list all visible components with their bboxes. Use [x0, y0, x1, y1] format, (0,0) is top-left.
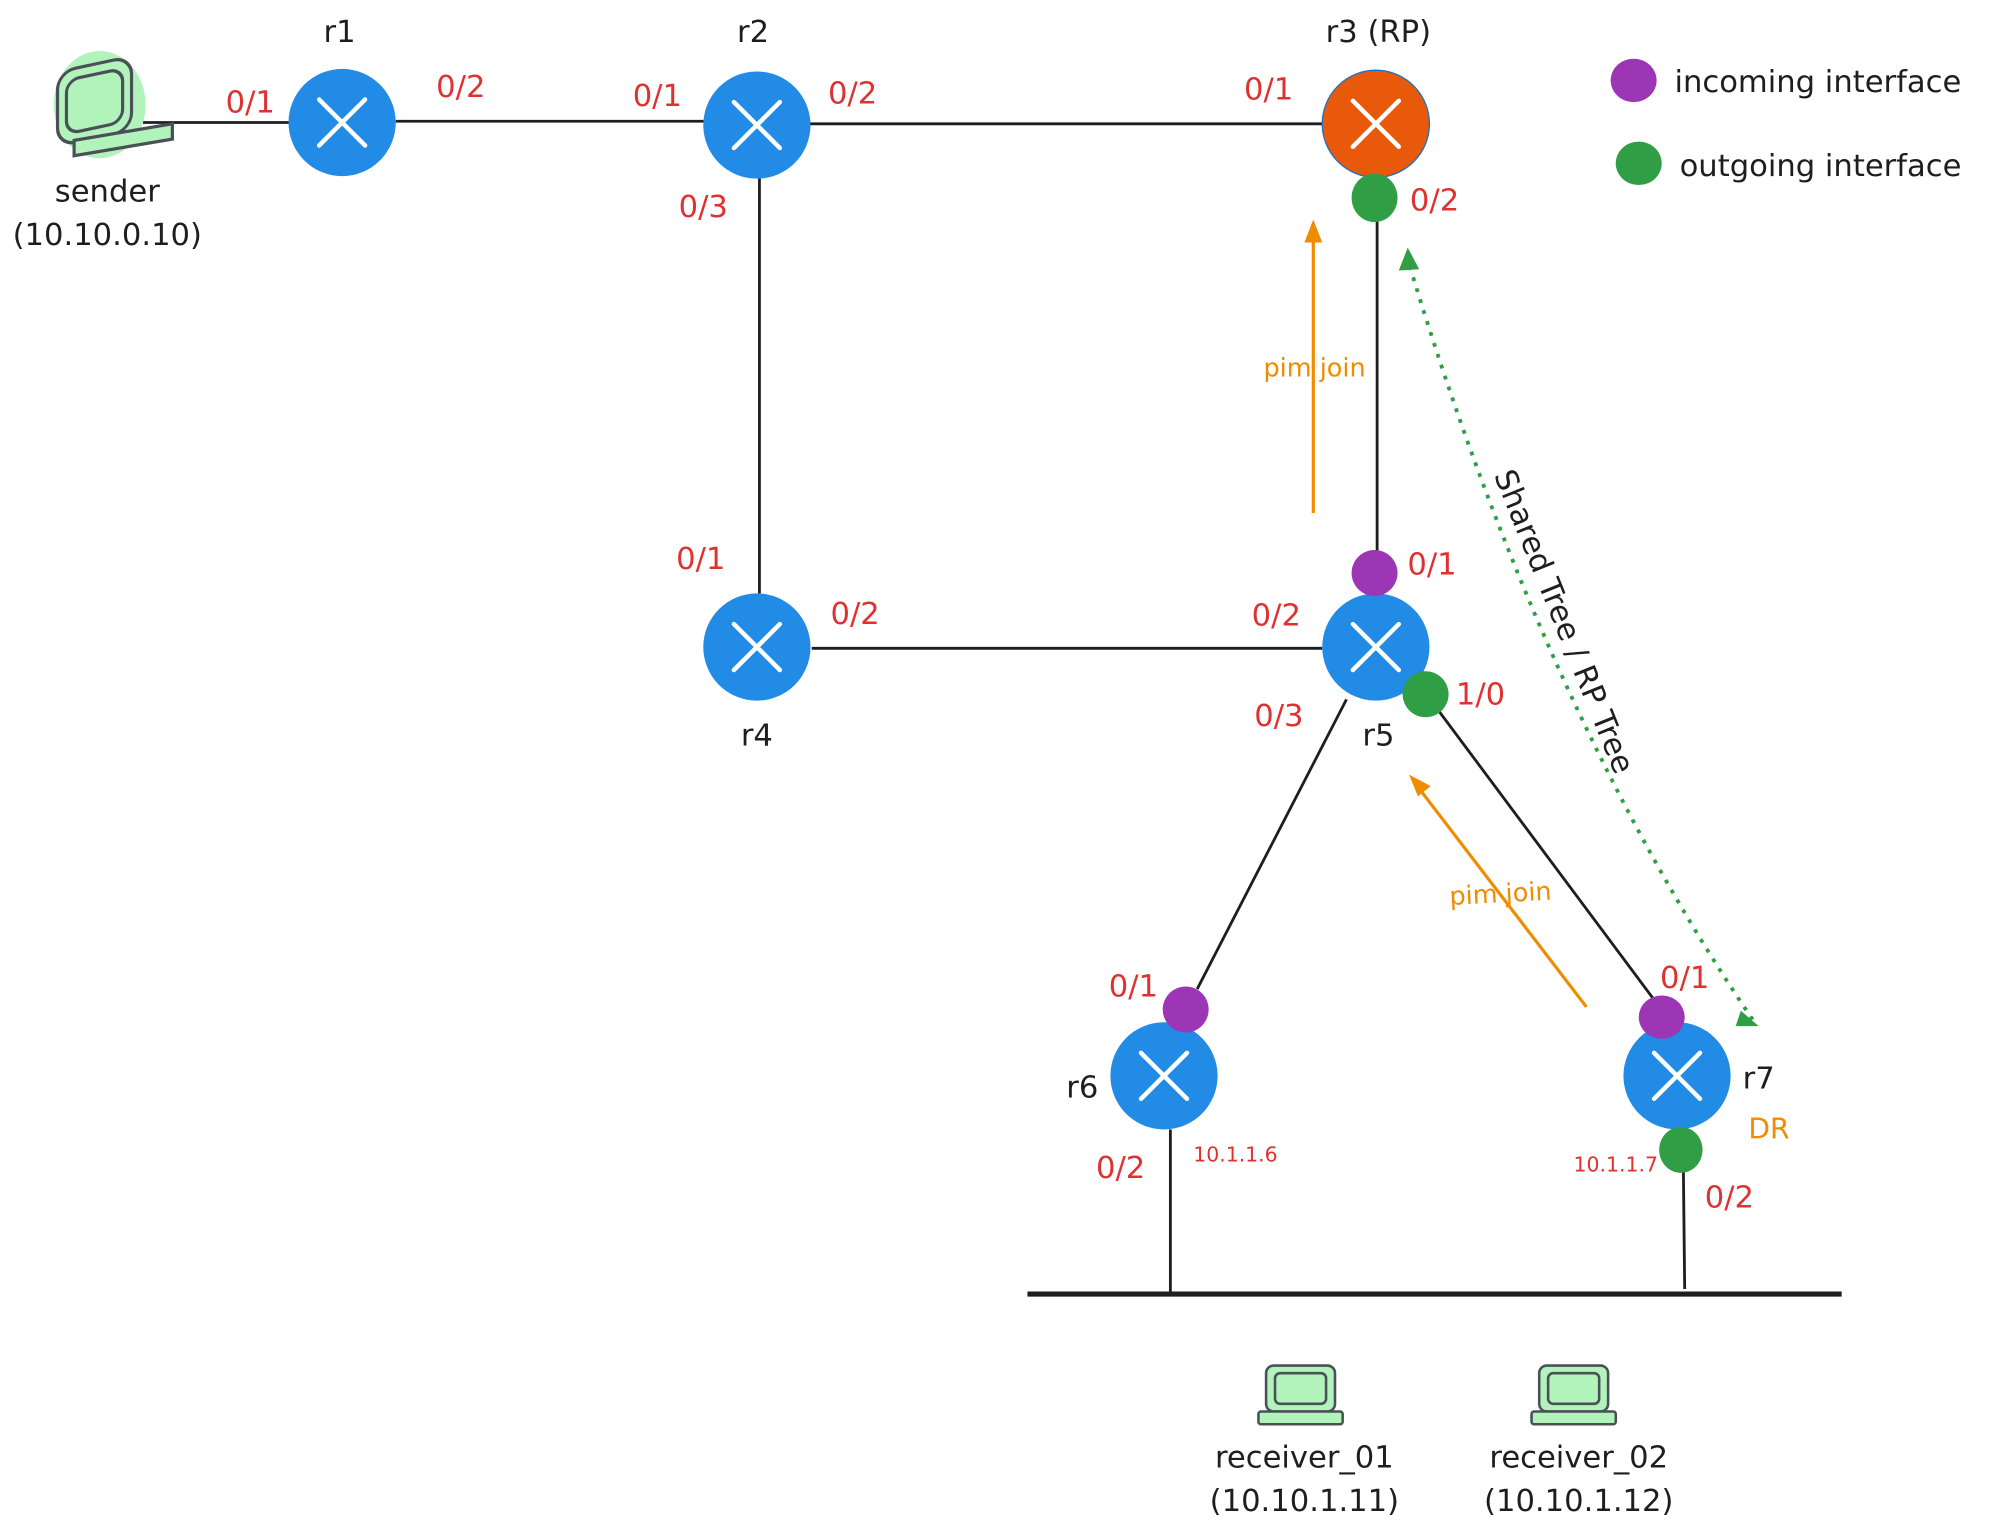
- incoming-interface-dot-r5: [1351, 550, 1398, 596]
- router-r6-label: r6: [1066, 1071, 1098, 1106]
- router-r7-role: DR: [1748, 1112, 1789, 1145]
- router-r4-label: r4: [741, 718, 773, 753]
- iface-label: 0/2: [436, 70, 485, 105]
- router-r3-label: r3 (RP): [1326, 15, 1431, 50]
- shared-tree-arrow: [1398, 247, 1759, 1027]
- iface-label: 0/1: [226, 85, 275, 120]
- router-r3-rp[interactable]: [1321, 69, 1431, 179]
- iface-label: 0/1: [1660, 961, 1709, 996]
- router-x-icon: [1350, 621, 1402, 673]
- laptop-icon: [1257, 1364, 1344, 1426]
- router-r7-ip: 10.1.1.7: [1574, 1153, 1658, 1177]
- outgoing-interface-dot-r7: [1659, 1126, 1703, 1173]
- router-x-icon: [731, 99, 783, 151]
- outgoing-interface-dot-r5: [1402, 671, 1449, 718]
- laptop-icon: [1530, 1364, 1618, 1426]
- iface-label: 0/1: [1407, 547, 1456, 582]
- receiver-01-name: receiver_01: [1215, 1441, 1394, 1476]
- legend-incoming-label: incoming interface: [1674, 65, 1961, 100]
- receiver-01-ip: (10.10.1.11): [1210, 1484, 1399, 1519]
- legend: incoming interface outgoing interface: [1610, 58, 1962, 186]
- receiver-02[interactable]: [1530, 1364, 1618, 1426]
- iface-label: 0/3: [679, 190, 728, 225]
- sender-label: sender: [55, 175, 160, 210]
- iface-label: 0/2: [1705, 1180, 1754, 1215]
- outgoing-interface-dot-r3: [1351, 173, 1398, 223]
- receiver-01[interactable]: [1257, 1364, 1344, 1426]
- legend-outgoing-label: outgoing interface: [1680, 149, 1962, 184]
- iface-label: 0/1: [676, 542, 725, 577]
- legend-incoming-swatch: [1610, 58, 1657, 103]
- pim-join-arrow-r7-r5: [1409, 774, 1588, 1008]
- router-r5-label: r5: [1362, 718, 1394, 753]
- pim-join-label: pim join: [1263, 353, 1365, 383]
- incoming-interface-dot-r7: [1638, 995, 1685, 1039]
- router-r1[interactable]: [288, 68, 396, 177]
- router-x-icon: [1350, 98, 1402, 149]
- iface-label: 0/1: [1109, 970, 1158, 1005]
- iface-label: 0/2: [1252, 598, 1301, 633]
- router-r2[interactable]: [703, 71, 811, 179]
- router-x-icon: [1138, 1050, 1190, 1102]
- iface-label: 0/1: [1244, 73, 1293, 108]
- router-r7[interactable]: [1623, 1022, 1731, 1130]
- iface-label: 0/1: [633, 79, 682, 114]
- router-r5[interactable]: [1322, 593, 1430, 701]
- iface-label: 1/0: [1456, 677, 1505, 712]
- pim-join-arrow-r5-r3: [1304, 219, 1323, 514]
- router-x-icon: [316, 97, 368, 148]
- receiver-02-ip: (10.10.1.12): [1484, 1484, 1673, 1519]
- link-r5-r6: [1195, 698, 1348, 990]
- router-r7-label: r7: [1743, 1062, 1775, 1097]
- sender-host[interactable]: [53, 51, 174, 159]
- router-r4[interactable]: [703, 593, 811, 701]
- router-x-icon: [1651, 1050, 1703, 1102]
- router-r6[interactable]: [1110, 1022, 1218, 1130]
- router-x-icon: [731, 621, 783, 673]
- iface-label: 0/3: [1254, 699, 1303, 734]
- router-r1-label: r1: [324, 15, 356, 50]
- link-r5-r7: [1438, 711, 1654, 999]
- sender-ip: (10.10.0.10): [13, 218, 202, 253]
- iface-label: 0/2: [1410, 184, 1459, 219]
- iface-label: 0/2: [828, 76, 877, 111]
- iface-label: 0/2: [831, 597, 880, 632]
- computer-icon: [55, 58, 174, 158]
- router-r2-label: r2: [737, 15, 769, 50]
- receiver-02-name: receiver_02: [1489, 1441, 1668, 1476]
- legend-outgoing-swatch: [1615, 141, 1662, 186]
- shared-tree-label: Shared Tree / RP Tree: [1486, 465, 1640, 779]
- router-r6-ip: 10.1.1.6: [1193, 1142, 1277, 1166]
- pim-join-label: pim join: [1449, 877, 1553, 912]
- incoming-interface-dot-r6: [1162, 986, 1209, 1033]
- iface-label: 0/2: [1096, 1151, 1145, 1186]
- link-r7-lan: [1682, 1171, 1687, 1289]
